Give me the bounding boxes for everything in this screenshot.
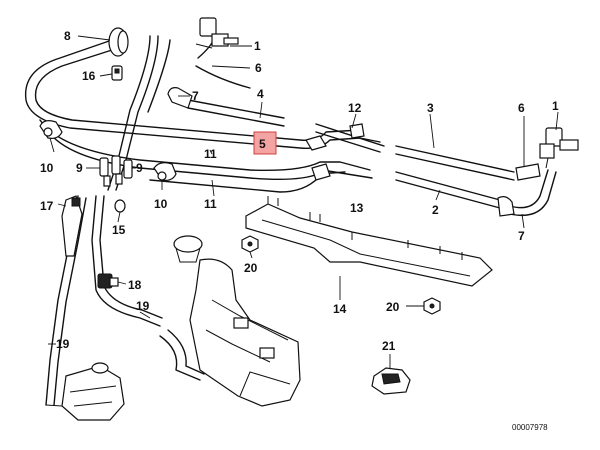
check-valve-part-1-upper [195,17,239,49]
callout-labels: 1 1 2 3 4 5 6 6 7 7 8 9 9 10 10 11 11 12… [40,29,559,353]
image-code: 00007978 [512,423,548,432]
callout-16: 16 [82,69,96,83]
connector-part-9 [99,155,133,187]
bracket-part-21 [371,367,411,395]
nozzle-part-17 [61,195,83,257]
elbow-connectors [167,87,541,217]
ring-part-15 [114,199,126,213]
check-valve-part-1-right [539,127,579,169]
small-reservoir [45,362,125,421]
callout-18: 18 [128,278,142,292]
callout-5: 5 [259,137,266,151]
callout-9-left: 9 [76,161,83,175]
callout-13: 13 [350,201,364,215]
pump-part-18 [97,273,119,289]
grommet-part-8 [108,27,129,57]
y-connectors [305,123,365,181]
callout-9-right: 9 [136,161,143,175]
callout-10-left: 10 [40,161,54,175]
callout-19-upper: 19 [136,299,150,313]
callout-19-left: 19 [56,337,70,351]
callout-11-lower: 11 [204,197,217,211]
callout-20-left: 20 [244,261,258,275]
callout-20-right: 20 [386,300,400,314]
clip-part-16 [111,65,123,81]
hose-lines [24,35,557,406]
clip-part-10-left [39,120,63,139]
callout-6-upper: 6 [255,61,262,75]
callout-10-right: 10 [154,197,168,211]
callout-2: 2 [432,203,439,217]
bracket-part-14 [245,196,493,287]
callout-11-upper: 11 [204,147,217,161]
callout-12: 12 [348,101,362,115]
callout-21: 21 [382,339,396,353]
callout-4: 4 [257,87,264,101]
callout-17: 17 [40,199,54,213]
callout-7-upper: 7 [192,89,199,103]
nut-part-20-right [423,297,441,315]
callout-8: 8 [64,29,71,43]
callout-3: 3 [427,101,434,115]
callout-14: 14 [333,302,347,316]
callout-1-upper: 1 [254,39,261,53]
callout-15: 15 [112,223,126,237]
clip-part-10-right [153,162,177,181]
washer-reservoir [173,235,301,407]
nut-part-20-left [241,235,259,253]
highlight-box-part-5 [253,131,277,155]
callout-6-right: 6 [518,101,525,115]
leader-lines [48,35,559,368]
callout-7-right: 7 [518,229,525,243]
callout-1-right: 1 [552,99,559,113]
